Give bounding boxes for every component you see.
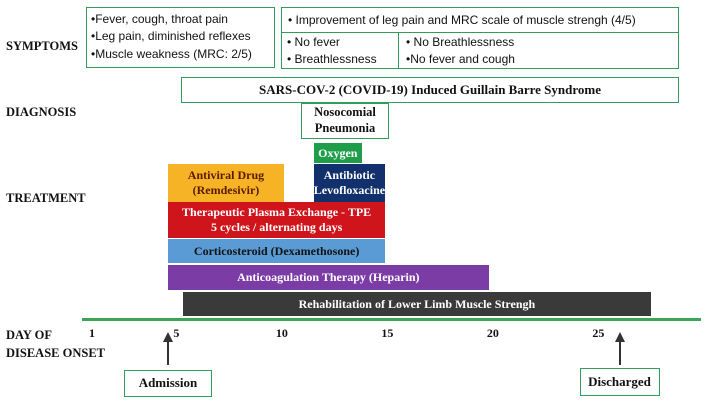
mid-symptoms-box: • No fever • Breathlessness — [281, 32, 399, 69]
day-tick-label: 5 — [173, 326, 180, 340]
antibiotic-label-line2: (Levofloxacine) — [309, 183, 390, 197]
symptom-no-breathlessness: • No Breathlessness — [406, 35, 515, 49]
symptom-leg-pain: •Leg pain, diminished reflexes — [91, 29, 251, 44]
rehabilitation-bar: Rehabilitation of Lower Limb Muscle Stre… — [182, 292, 652, 316]
symptom-no-fever: • No fever — [287, 35, 340, 49]
antiviral-label-line2: (Remdesivir) — [192, 183, 260, 197]
symptom-no-fever-cough: •No fever and cough — [406, 52, 515, 67]
pneumonia-line2: Pneumonia — [314, 121, 376, 135]
late-symptoms-box: • No Breathlessness •No fever and cough — [398, 32, 679, 69]
antiviral-drug-bar: Antiviral Drug (Remdesivir) — [167, 164, 284, 202]
discharged-arrow-head — [614, 332, 625, 342]
symptom-muscle-weakness: •Muscle weakness (MRC: 2/5) — [91, 46, 252, 61]
rehabilitation-label: Rehabilitation of Lower Limb Muscle Stre… — [298, 296, 536, 311]
admission-box: Admission — [123, 370, 212, 397]
plasma-exchange-bar: Therapeutic Plasma Exchange - TPE 5 cycl… — [167, 202, 386, 238]
day-tick-label: 10 — [275, 326, 288, 340]
diagnosis-row-label: DIAGNOSIS — [6, 105, 77, 119]
discharged-box: Discharged — [579, 368, 660, 396]
nosocomial-pneumonia-box: Nosocomial Pneumonia — [301, 103, 389, 139]
discharged-arrow — [618, 340, 621, 365]
day-axis-label-line1: DAY OF — [6, 328, 52, 342]
antibiotic-label-line1: Antibiotic — [323, 168, 376, 182]
day-tick-label: 15 — [381, 326, 394, 340]
day-axis-line — [82, 318, 701, 321]
treatment-row-label: TREATMENT — [6, 191, 86, 205]
main-diagnosis-text: SARS-COV-2 (COVID-19) Induced Guillain B… — [259, 81, 601, 97]
symptom-improvement: • Improvement of leg pain and MRC scale … — [288, 13, 636, 27]
day-tick-label: 25 — [592, 326, 605, 340]
tpe-label-line2: 5 cycles / alternating days — [210, 220, 343, 234]
symptom-breathlessness: • Breathlessness — [287, 52, 377, 67]
pneumonia-line1: Nosocomial — [314, 105, 376, 120]
antiviral-label-line1: Antiviral Drug — [187, 168, 265, 182]
day-tick-label: 20 — [486, 326, 499, 340]
day-axis-label: DAY OF DISEASE ONSET — [6, 327, 105, 362]
improvement-symptoms-box: • Improvement of leg pain and MRC scale … — [281, 7, 679, 33]
corticosteroid-label: Corticosteroid (Dexamethosone) — [193, 243, 360, 258]
initial-symptoms-box: •Fever, cough, throat pain •Leg pain, di… — [86, 7, 275, 68]
discharged-label: Discharged — [588, 373, 651, 389]
main-diagnosis-box: SARS-COV-2 (COVID-19) Induced Guillain B… — [181, 77, 679, 103]
symptom-fever: •Fever, cough, throat pain — [91, 12, 228, 26]
anticoagulation-bar: Anticoagulation Therapy (Heparin) — [167, 265, 489, 290]
oxygen-bar: Oxygen — [313, 143, 363, 163]
admission-arrow — [166, 340, 169, 365]
symptoms-row-label: SYMPTOMS — [6, 39, 78, 53]
admission-arrow-head — [162, 332, 173, 342]
day-axis-label-line2: DISEASE ONSET — [6, 345, 105, 360]
tpe-label-line1: Therapeutic Plasma Exchange - TPE — [182, 205, 372, 219]
anticoagulation-label: Anticoagulation Therapy (Heparin) — [237, 270, 420, 284]
oxygen-label: Oxygen — [318, 145, 358, 160]
corticosteroid-bar: Corticosteroid (Dexamethosone) — [167, 239, 386, 263]
day-tick-label: 1 — [89, 326, 95, 340]
admission-label: Admission — [138, 375, 198, 391]
antibiotic-bar: Antibiotic (Levofloxacine) — [310, 164, 389, 202]
